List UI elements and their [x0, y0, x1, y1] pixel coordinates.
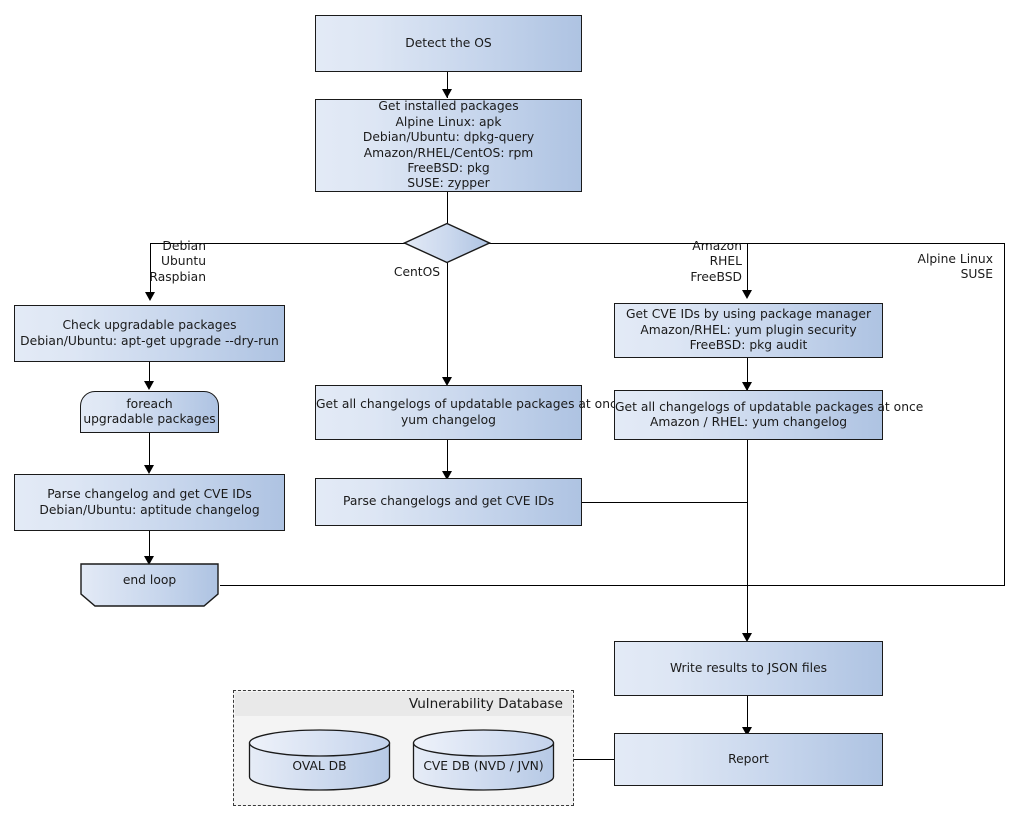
- connector-decision-centos: [447, 261, 449, 381]
- arrow-to-changelogs-amazon: [742, 382, 752, 391]
- node-changelogs-centos[interactable]: Get all changelogs of updatable packages…: [315, 385, 625, 440]
- node-parse-changelogs-centos-label: Parse changelogs and get CVE IDs: [343, 494, 554, 509]
- node-changelogs-centos-label: Get all changelogs of updatable packages…: [316, 397, 625, 427]
- node-write-results-json-label: Write results to JSON files: [669, 660, 828, 675]
- node-detect-os[interactable]: Detect the OS: [315, 15, 582, 72]
- arrow-detect-to-packages: [442, 89, 452, 98]
- connector-writejson-to-report: [747, 696, 749, 728]
- connector-alpine-down: [1004, 243, 1006, 586]
- connector-foreach-to-parse: [149, 433, 151, 466]
- arrow-to-foreach: [144, 381, 154, 390]
- connector-packages-to-decision: [447, 192, 449, 226]
- edge-label-centos: CentOS: [393, 265, 441, 279]
- connector-amazon-down: [747, 243, 749, 295]
- group-vulnerability-database-title: Vulnerability Database: [235, 692, 572, 716]
- node-report[interactable]: Report: [614, 733, 883, 786]
- connector-debian-down: [150, 243, 152, 297]
- connector-cve-to-changelogs-amazon: [747, 358, 749, 390]
- connector-amazon-to-writejson: [747, 440, 749, 640]
- arrow-to-changelogs-centos: [442, 377, 452, 386]
- connector-endloop-merge: [220, 585, 1005, 587]
- node-os-decision[interactable]: [402, 222, 492, 264]
- arrow-to-parse-changelog: [144, 465, 154, 474]
- connector-vulndb-to-report: [574, 759, 615, 761]
- node-end-loop[interactable]: end loop: [80, 563, 219, 607]
- arrow-to-end-loop: [144, 556, 154, 565]
- node-end-loop-label: end loop: [122, 572, 177, 587]
- arrow-to-check-upgradable: [145, 292, 155, 301]
- connector-check-to-foreach: [149, 362, 151, 388]
- cylinder-cve-db-label: CVE DB (NVD / JVN): [423, 759, 544, 773]
- node-changelogs-amazon[interactable]: Get all changelogs of updatable packages…: [614, 390, 924, 440]
- arrow-to-write-json: [742, 633, 752, 642]
- node-report-label: Report: [728, 751, 769, 766]
- node-changelogs-amazon-label: Get all changelogs of updatable packages…: [615, 399, 924, 429]
- arrow-to-report: [742, 727, 752, 736]
- node-parse-changelogs-centos[interactable]: Parse changelogs and get CVE IDs: [315, 478, 582, 526]
- connector-detect-to-packages: [447, 72, 449, 98]
- connector-parse-centos-merge: [582, 502, 748, 504]
- connector-changelogs-to-parse-centos: [447, 440, 449, 472]
- connector-decision-left: [150, 243, 406, 245]
- cylinder-cve-db[interactable]: CVE DB (NVD / JVN): [412, 729, 555, 791]
- cylinder-oval-db[interactable]: OVAL DB: [248, 729, 391, 791]
- arrow-to-get-cve-pkg-manager: [742, 290, 752, 299]
- arrow-to-parse-changelogs-centos: [442, 471, 452, 480]
- connector-parse-to-endloop: [149, 531, 151, 559]
- node-detect-os-label: Detect the OS: [405, 35, 492, 50]
- node-write-results-json[interactable]: Write results to JSON files: [614, 641, 883, 696]
- cylinder-oval-db-label: OVAL DB: [292, 759, 347, 773]
